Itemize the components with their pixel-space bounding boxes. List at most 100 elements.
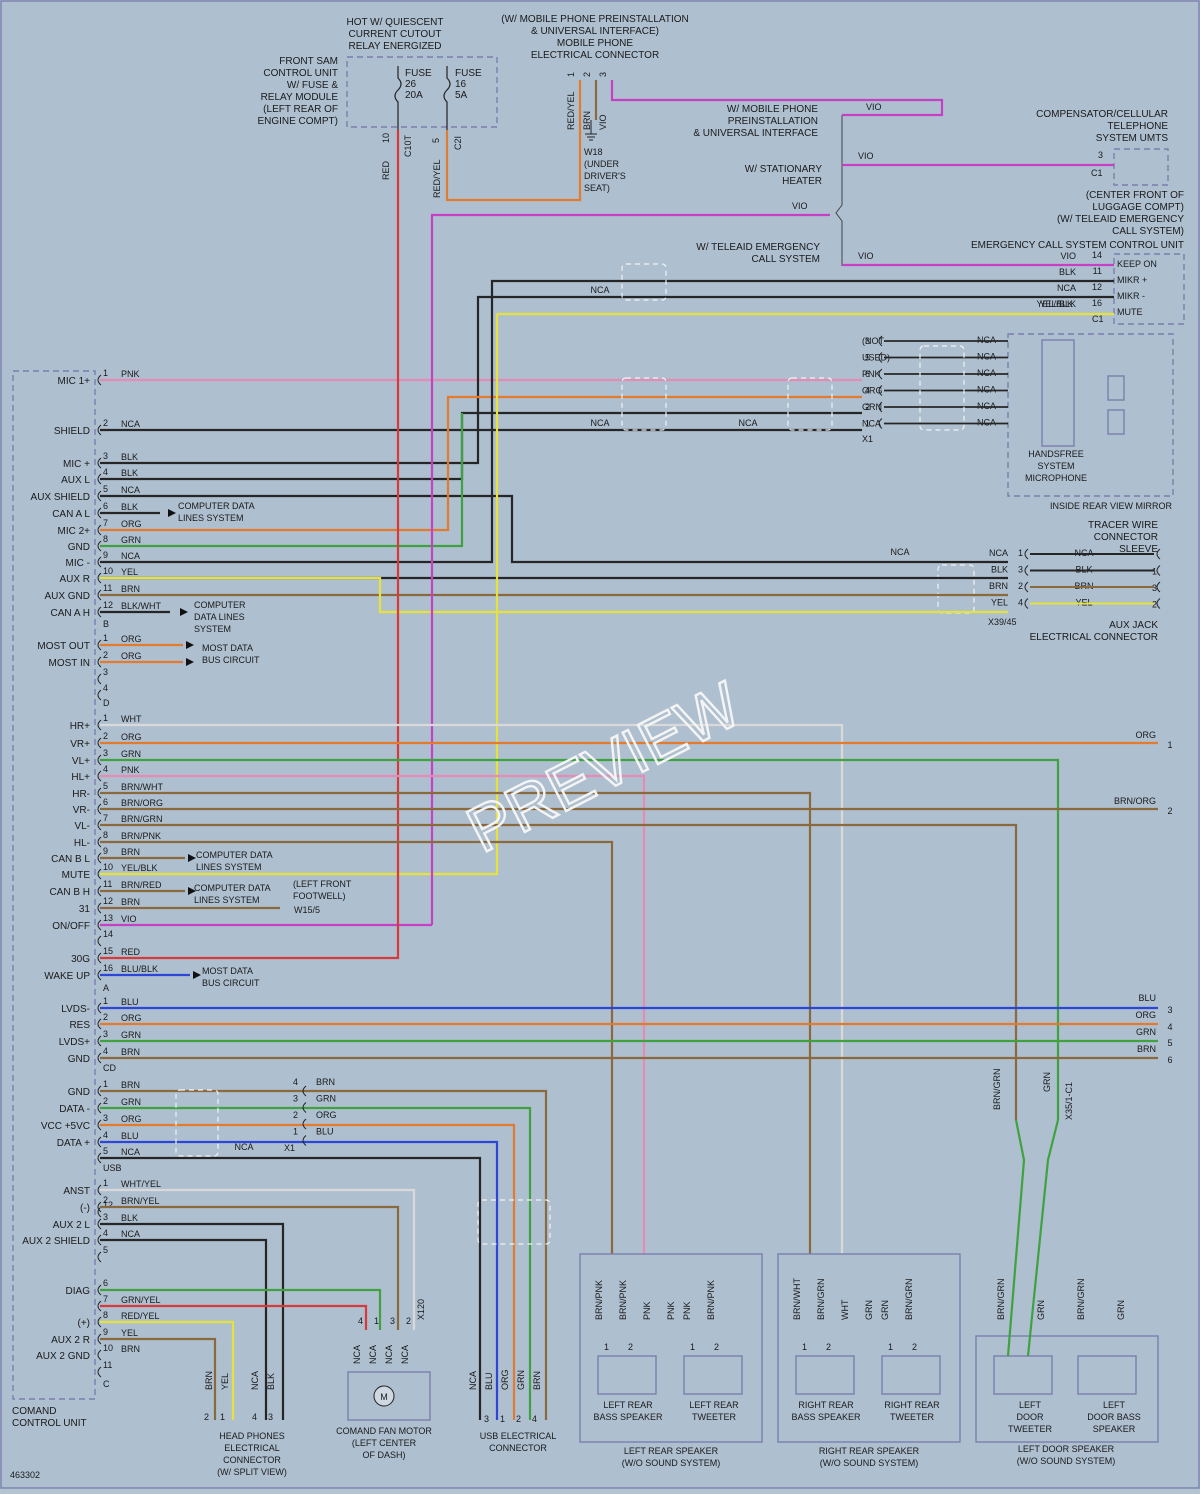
cu-pin-label: CAN A L	[52, 509, 90, 520]
sam-label-6: ENGINE COMPT)	[257, 116, 338, 127]
cu-pin-number: 1	[103, 1079, 108, 1089]
cu-pin-connector-mark	[97, 902, 102, 914]
right-end-number: 3	[1167, 1005, 1172, 1015]
aux-left-wire: NCA	[989, 548, 1008, 558]
cu-pin-number: 9	[103, 550, 108, 560]
hp-wire: YEL	[220, 1373, 230, 1390]
hp-pin: 3	[268, 1412, 273, 1422]
fuse-conn-c10t: C10T	[403, 134, 413, 157]
cu-pin-connector-mark	[97, 1119, 102, 1131]
door-conn: X35/1-C1	[1064, 1082, 1074, 1120]
fan-name-3: OF DASH)	[362, 1450, 405, 1460]
arrow-can-a-l	[168, 509, 176, 517]
cu-pin-label: LVDS-	[61, 1004, 90, 1015]
cu-wire-color: YEL	[121, 567, 138, 577]
cu-pin-label: AUX 2 GND	[36, 1351, 90, 1362]
ecall-wire-label: YEL/BLK	[1039, 299, 1076, 309]
cu-pin-connector-mark	[97, 754, 102, 766]
cu-pin-connector-mark	[97, 719, 102, 731]
ground-w18-2: (UNDER	[584, 159, 619, 169]
usb-bottom-name-2: CONNECTOR	[489, 1443, 547, 1453]
aux-conn: X39/45	[988, 617, 1017, 627]
wire-label-red: RED	[381, 160, 391, 180]
wire-30g-red	[100, 130, 400, 960]
cu-pin-connector-mark	[97, 868, 102, 880]
usb-nca-label: NCA	[234, 1142, 253, 1152]
mic-left-label: GRN	[862, 402, 882, 412]
arrow-wake-up	[193, 971, 201, 979]
left-rear-speaker-wire-label: PNK	[666, 1301, 676, 1320]
aux-pin-mark	[1024, 581, 1029, 593]
ecall-pin-number: 11	[1093, 266, 1102, 276]
cu-pin-connector-mark	[97, 1284, 102, 1296]
cu-pin-label: 31	[79, 904, 91, 915]
mic-left-label: NCA	[862, 419, 881, 429]
option-stationary-heater-2: HEATER	[782, 176, 822, 187]
data-lines-b-2: DATA LINES	[194, 612, 245, 622]
phone-pin: 3	[598, 72, 608, 77]
usb-bottom-wire: NCA	[468, 1371, 478, 1390]
fuse-16-2: 16	[455, 79, 467, 90]
most-bus-2-1: MOST DATA	[202, 966, 253, 976]
mic-wire-label: NCA	[977, 368, 996, 378]
cu-pin-label: GND	[68, 1054, 90, 1065]
wire-label-vio-1: VIO	[866, 102, 882, 112]
mic-wire-label: NCA	[977, 385, 996, 395]
cu-pin-connector-mark	[97, 424, 102, 436]
cu-pin-number: 5	[103, 1146, 108, 1156]
ecall-pin-label: MIKR -	[1117, 291, 1145, 301]
cu-pin-number: 2	[103, 731, 108, 741]
ecall-conn: C1	[1092, 314, 1104, 324]
right-rear-speaker-wire-label: BRN/GRN	[904, 1278, 914, 1320]
cu-pin-connector-mark	[97, 1102, 102, 1114]
right-rear-speaker-wire-label: GRN	[864, 1300, 874, 1320]
cu-name-1: COMAND	[12, 1406, 56, 1417]
cu-pin-label: CAN B L	[51, 854, 90, 865]
cu-pin-number: 3	[103, 1029, 108, 1039]
option-teleaid-1: W/ TELEAID EMERGENCY	[696, 242, 820, 253]
mic-left-label: PNK	[862, 369, 881, 379]
cu-wire-color: ORG	[121, 634, 142, 644]
right-end-number: 1	[1167, 740, 1172, 750]
mic-name-3: MICROPHONE	[1025, 473, 1087, 483]
door-wire-label: BRN/GRN	[996, 1278, 1006, 1320]
microphone-capsule-2	[1107, 409, 1125, 435]
cu-pin-connector-mark	[97, 1234, 102, 1246]
cu-pin-number: 6	[103, 1278, 108, 1288]
cu-wire-color: ORG	[121, 732, 142, 742]
cu-pin-label: AUX 2 SHIELD	[22, 1236, 90, 1247]
data-lines-c-2: LINES SYSTEM	[196, 862, 262, 872]
mic-pin-mark	[878, 418, 883, 429]
cu-wire-color: ORG	[121, 519, 142, 529]
phone-header-3: MOBILE PHONE	[557, 38, 633, 49]
cu-pin-number: 3	[103, 748, 108, 758]
door-wire-label: GRN	[1116, 1300, 1126, 1320]
door-bass-name-1: LEFT	[1103, 1400, 1126, 1410]
wire-usb-gnd	[100, 1089, 548, 1420]
aux-right-mark	[1156, 581, 1161, 593]
hp-name-4: (W/ SPLIT VIEW)	[217, 1467, 287, 1477]
sam-label-5: (LEFT REAR OF	[263, 104, 338, 115]
usb-pin: 1	[293, 1127, 298, 1137]
left-rear-speaker-pin: 1	[690, 1342, 695, 1352]
ecall-title: EMERGENCY CALL SYSTEM CONTROL UNIT	[971, 240, 1184, 251]
cu-pin-number: 2	[103, 1096, 108, 1106]
aux-right-pin: 3	[1152, 583, 1157, 593]
cu-wire-color: BLU	[121, 1131, 139, 1141]
most-bus-1-2: BUS CIRCUIT	[202, 655, 260, 665]
wire-aux2-r	[100, 1320, 235, 1420]
fuse-header-1: HOT W/ QUIESCENT	[346, 17, 443, 28]
hp-name-2: ELECTRICAL	[224, 1443, 280, 1453]
cu-wire-color: BRN	[121, 1344, 140, 1354]
left-door-tweeter-box	[993, 1355, 1053, 1395]
phone-pin: 1	[566, 72, 576, 77]
right-rear-speaker-wire-label: WHT	[840, 1299, 850, 1320]
usb-bottom-wire: ORG	[500, 1369, 510, 1390]
right-end-number: 6	[1167, 1055, 1172, 1065]
cu-pin-connector-mark	[97, 457, 102, 469]
cu-pin-label: 30G	[71, 954, 90, 965]
fan-conn: X120	[416, 1299, 426, 1320]
cu-pin-connector-mark	[97, 836, 102, 848]
fan-pin: 3	[390, 1316, 395, 1326]
aux-right-mark	[1156, 548, 1161, 560]
